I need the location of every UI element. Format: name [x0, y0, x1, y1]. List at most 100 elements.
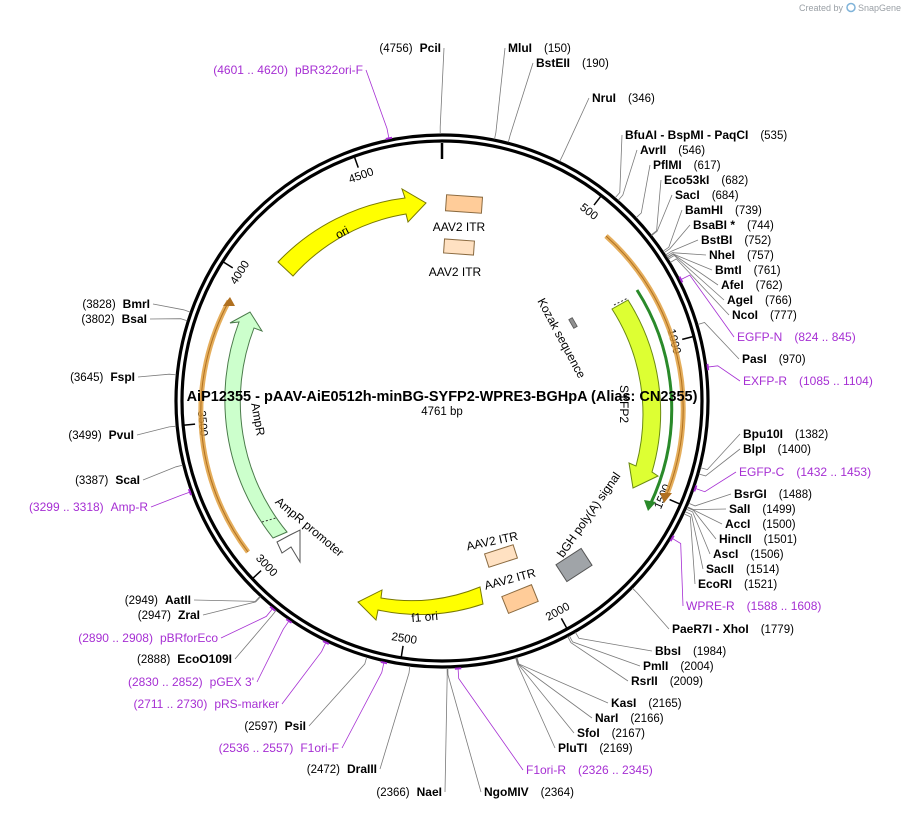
enzyme-label[interactable]: DraIII(2472): [307, 762, 377, 776]
enzyme-label[interactable]: BsaI(3802): [81, 312, 147, 326]
enzyme-name: SacII: [706, 562, 734, 576]
enzyme-label[interactable]: BsaBI *(744): [693, 218, 774, 232]
primer-label[interactable]: EXFP-R(1085 .. 1104): [743, 374, 873, 388]
enzyme-name: BsaBI *: [693, 218, 735, 232]
enzyme-position: (1382): [795, 429, 828, 441]
feature-ampr-promoter: [276, 529, 301, 564]
enzyme-name: PflMI: [653, 158, 682, 172]
enzyme-label[interactable]: AvrII(546): [640, 143, 705, 157]
enzyme-label[interactable]: AatII(2949): [125, 593, 191, 607]
primer-label[interactable]: pRS-marker(2711 .. 2730): [133, 697, 279, 711]
enzyme-position: (2166): [630, 713, 663, 725]
enzyme-leader: [515, 657, 575, 734]
enzyme-label[interactable]: AgeI(766): [727, 293, 792, 307]
syfp2-green-arc-head: [644, 500, 656, 511]
primer-label[interactable]: pGEX 3'(2830 .. 2852): [128, 675, 254, 689]
enzyme-name: BmrI: [123, 297, 150, 311]
enzyme-label[interactable]: Eco53kI(682): [664, 173, 748, 187]
tick-label: 2500: [391, 631, 418, 647]
primer-position: (2326 .. 2345): [578, 763, 653, 777]
enzyme-label[interactable]: BstEII(190): [536, 56, 609, 70]
primer-label[interactable]: Amp-R(3299 .. 3318): [29, 500, 148, 514]
enzyme-leader: [234, 610, 277, 660]
enzyme-label[interactable]: PsiI(2597): [244, 719, 306, 733]
enzyme-position: (762): [756, 280, 783, 292]
enzyme-label[interactable]: EcoO109I(2888): [137, 652, 232, 666]
primer-label[interactable]: pBR322ori-F(4601 .. 4620): [213, 63, 363, 77]
credit-created-by: Created by: [799, 3, 844, 13]
enzyme-label[interactable]: BamHI(739): [685, 203, 762, 217]
enzyme-label[interactable]: MluI(150): [508, 41, 571, 55]
enzyme-label[interactable]: Bpu10I(1382): [743, 427, 828, 441]
enzyme-name: BfuAI - BspMI - PaqCI: [625, 128, 748, 142]
enzyme-label[interactable]: ScaI(3387): [75, 473, 140, 487]
primer-leader: [706, 365, 741, 382]
primer-label[interactable]: F1ori-R(2326 .. 2345): [526, 763, 653, 777]
enzyme-name: MluI: [508, 41, 532, 55]
enzyme-label[interactable]: BbsI(1984): [655, 644, 726, 658]
enzyme-position: (2165): [648, 698, 681, 710]
enzyme-name: PaeR7I - XhoI: [672, 622, 749, 636]
enzyme-position: (3499): [68, 430, 101, 442]
enzyme-label[interactable]: FspI(3645): [70, 370, 135, 384]
enzyme-label[interactable]: KasI(2165): [611, 696, 682, 710]
enzyme-label[interactable]: HincII(1501): [719, 532, 797, 546]
enzyme-label[interactable]: EcoRI(1521): [698, 577, 777, 591]
enzyme-label[interactable]: AccI(1500): [725, 517, 796, 531]
enzyme-label[interactable]: NarI (2166): [595, 711, 664, 725]
tick-mark: [183, 423, 196, 426]
enzyme-name: BstBI: [701, 233, 732, 247]
enzyme-position: (752): [744, 235, 771, 247]
enzyme-leader: [447, 667, 482, 793]
feature-aav2-itr-1: [444, 194, 484, 214]
enzyme-label[interactable]: PvuI(3499): [68, 428, 134, 442]
tick-label: 500: [577, 202, 600, 223]
primer-label[interactable]: WPRE-R(1588 .. 1608): [686, 599, 821, 613]
primer-label[interactable]: EGFP-N(824 .. 845): [737, 330, 856, 344]
enzyme-label[interactable]: SacI(684): [675, 188, 739, 202]
enzyme-leader: [666, 252, 707, 257]
primer-position: (2711 .. 2730): [133, 697, 207, 711]
enzyme-label[interactable]: PluTI(2169): [558, 741, 633, 755]
enzyme-label[interactable]: AfeI(762): [721, 278, 783, 292]
enzyme-label[interactable]: BmrI(3828): [82, 297, 150, 311]
site-labels: PciI(4756) MluI(150)BstEII(190) NruI(346) B…: [29, 41, 873, 799]
enzyme-name: AvrII: [640, 143, 666, 157]
enzyme-label[interactable]: NaeI(2366): [376, 785, 442, 799]
feature-aav2-itr-2: [443, 238, 475, 256]
primer-name: EGFP-N: [737, 330, 782, 344]
enzyme-position: (1501): [764, 534, 797, 546]
enzyme-label[interactable]: SacII(1514): [706, 562, 779, 576]
enzyme-label[interactable]: BstBI (752): [701, 233, 771, 247]
enzyme-label[interactable]: ZraI(2947): [138, 608, 200, 622]
enzyme-position: (1500): [762, 519, 795, 531]
enzyme-leader: [686, 506, 727, 511]
enzyme-label[interactable]: PaeR7I - XhoI(1779): [672, 622, 794, 636]
enzyme-leader: [698, 448, 741, 477]
enzyme-label[interactable]: BsrGI(1488): [734, 487, 812, 501]
enzyme-position: (2366): [376, 787, 409, 799]
enzyme-label[interactable]: BmtI(761): [715, 263, 781, 277]
enzyme-label[interactable]: BlpI(1400): [743, 442, 811, 456]
enzyme-label[interactable]: PmlI(2004): [643, 659, 714, 673]
enzyme-label[interactable]: SfoI(2167): [577, 726, 645, 740]
enzyme-label[interactable]: NcoI(777): [732, 308, 797, 322]
enzyme-label[interactable]: NgoMIV(2364): [484, 785, 574, 799]
enzyme-label[interactable]: RsrII(2009): [631, 674, 703, 688]
primer-label[interactable]: EGFP-C(1432 .. 1453): [739, 465, 871, 479]
enzyme-label[interactable]: PciI(4756): [379, 41, 441, 55]
enzyme-label[interactable]: BfuAI - BspMI - PaqCI(535): [625, 128, 787, 142]
primer-mark: [706, 363, 710, 371]
enzyme-position: (761): [754, 265, 781, 277]
enzyme-label[interactable]: AscI(1506): [713, 547, 784, 561]
enzyme-label[interactable]: SalI(1499): [729, 502, 796, 516]
primer-leader: [220, 607, 274, 639]
enzyme-name: NarI: [595, 711, 618, 725]
primer-label[interactable]: pBRforEco(2890 .. 2908): [78, 631, 218, 645]
enzyme-leader: [559, 97, 590, 162]
enzyme-label[interactable]: PflMI(617): [653, 158, 721, 172]
enzyme-label[interactable]: NruI(346): [592, 91, 655, 105]
enzyme-label[interactable]: NheI(757): [709, 248, 774, 262]
primer-label[interactable]: F1ori-F(2536 .. 2557): [219, 741, 339, 755]
enzyme-label[interactable]: PasI(970): [742, 352, 806, 366]
